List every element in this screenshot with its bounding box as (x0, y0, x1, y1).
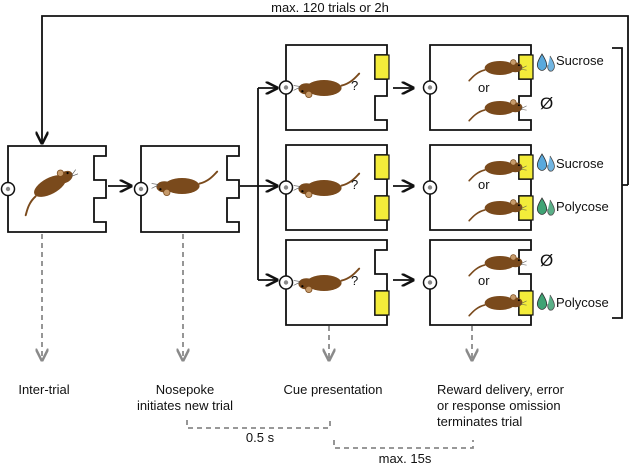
cue-light-icon (374, 290, 390, 316)
mouse-cue-0 (293, 72, 361, 99)
cue-question-bot: ? (351, 273, 359, 288)
polycose-drop-icon-mid (536, 197, 555, 216)
port-center (427, 280, 433, 285)
cue-light-icon (374, 195, 390, 221)
outcome-brace (612, 47, 628, 319)
or-bot: or (478, 273, 490, 288)
port-center (5, 186, 11, 192)
branch-connector (240, 88, 259, 280)
mouse-cue-1 (293, 172, 361, 199)
mouse-reward-bot-0 (468, 99, 527, 122)
cue-question-top: ? (351, 78, 359, 93)
port-center (138, 186, 144, 192)
mouse-cue-2 (293, 267, 361, 294)
outcome-mid-sucrose: Sucrose (556, 156, 604, 171)
cue-light-icon (374, 54, 390, 80)
cue-light-icon (374, 154, 390, 180)
timing-bracket-0-5s (186, 420, 331, 429)
port-center (283, 85, 289, 90)
mouse-reward-bot-1 (468, 199, 527, 222)
outcome-top-none: Ø (540, 94, 554, 113)
chambers (0, 44, 555, 326)
timing-label-15s: max. 15s (378, 451, 432, 466)
port-center (283, 280, 289, 285)
or-top: or (478, 80, 490, 95)
stage-label-cue: Cue presentation (283, 382, 383, 397)
timing-bracket-15s (333, 440, 474, 449)
cue-question-mid: ? (351, 177, 359, 192)
loop-label: max. 120 trials or 2h (271, 0, 389, 15)
port-center (283, 185, 289, 190)
port-center (427, 185, 433, 190)
outcome-top-sucrose: Sucrose (556, 53, 604, 68)
port-center (427, 85, 433, 90)
stage-label-nosepoke: Nosepoke initiates new trial (136, 382, 234, 413)
sucrose-drop-icon-mid (536, 153, 555, 172)
stage-label-inter-trial: Inter-trial (18, 382, 70, 397)
mouse-reward-top-0 (468, 59, 527, 82)
mouse-reward-top-1 (468, 159, 527, 182)
polycose-drop-icon-bot (536, 292, 555, 311)
mouse-inter-trial (24, 169, 79, 217)
sucrose-drop-icon-top (536, 53, 555, 72)
mouse-reward-bot-2 (468, 294, 527, 317)
or-mid: or (478, 177, 490, 192)
mouse-reward-top-2 (468, 254, 527, 277)
outcome-bot-polycose: Polycose (556, 295, 609, 310)
mouse-nosepoke (151, 170, 219, 197)
stage-label-reward: Reward delivery, error or response omiss… (437, 382, 564, 429)
loop-connector (42, 15, 629, 185)
stage-arrows (42, 234, 472, 360)
outcome-mid-polycose: Polycose (556, 199, 609, 214)
timing-label-0-5s: 0.5 s (245, 430, 275, 445)
outcome-bot-none: Ø (540, 251, 554, 270)
